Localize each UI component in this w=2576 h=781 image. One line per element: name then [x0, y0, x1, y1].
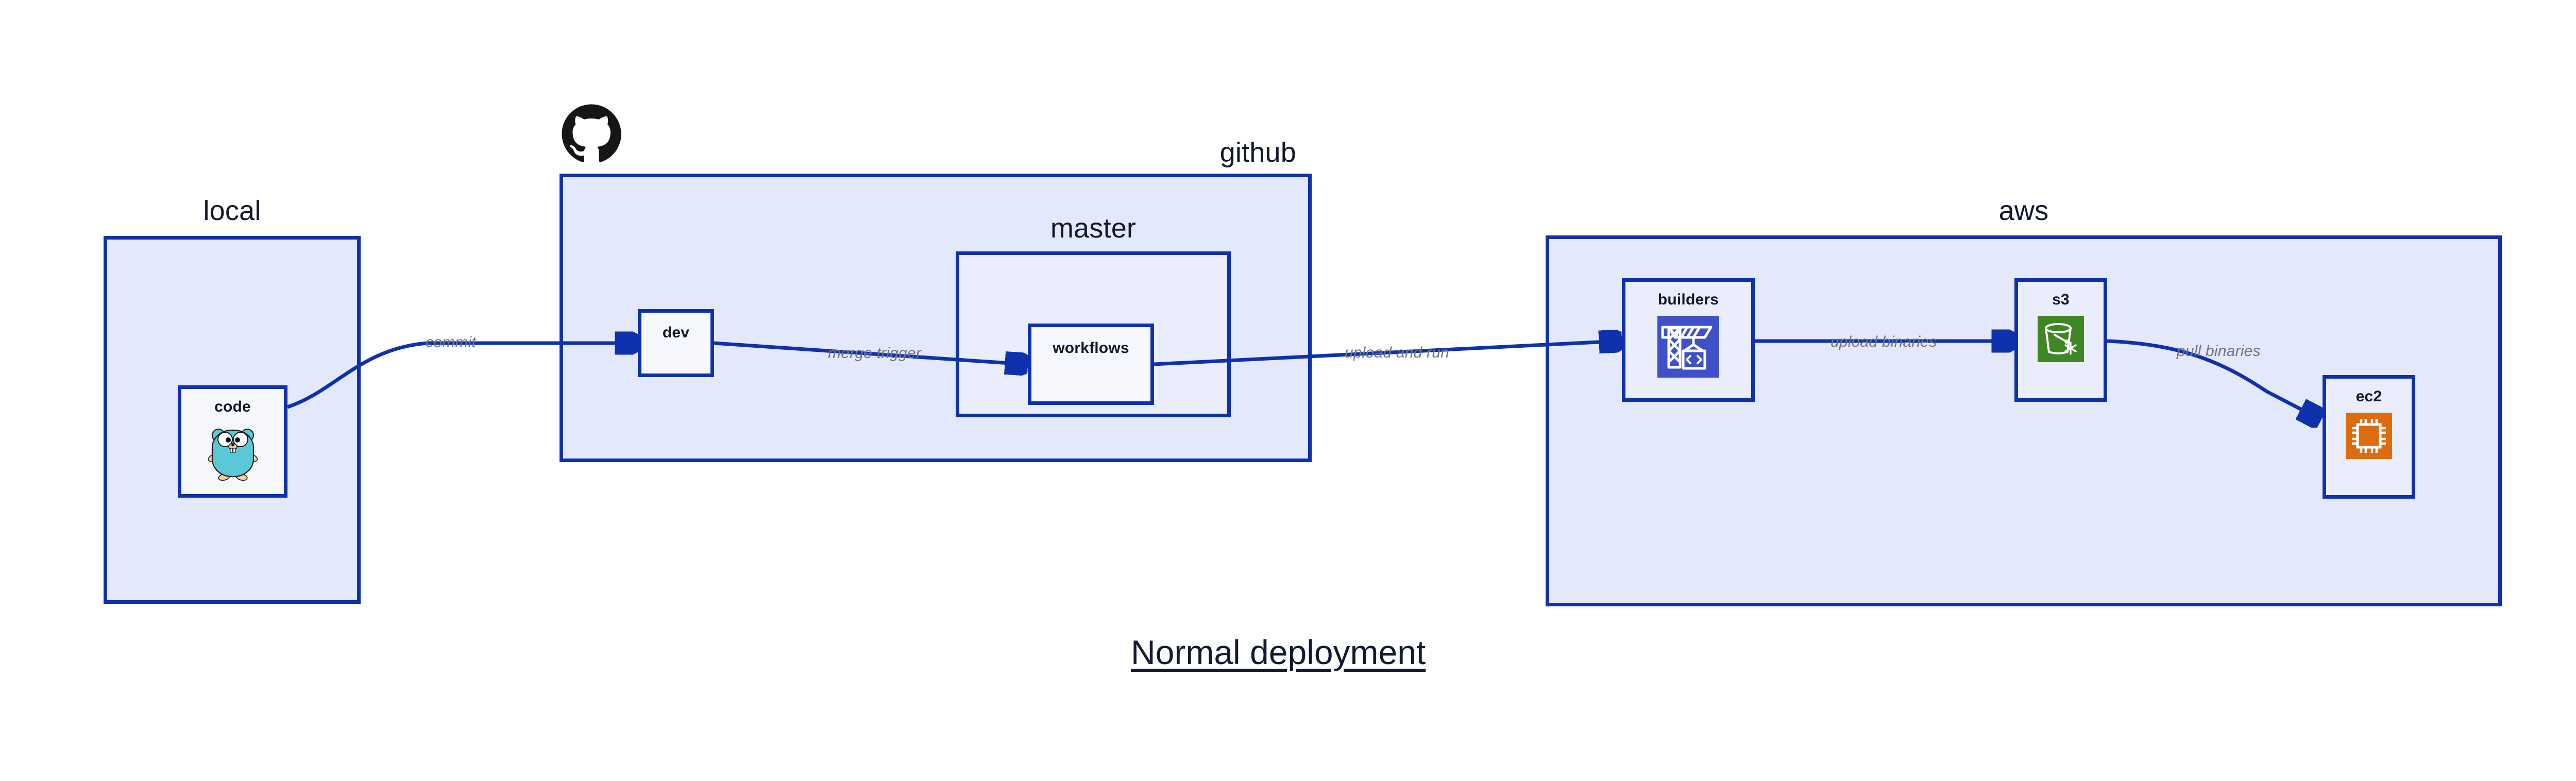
- edge-label-merge-trigger: merge trigger: [828, 345, 922, 362]
- node-ec2[interactable]: ec2: [2323, 375, 2415, 499]
- edge-label-pull-binaries: pull binaries: [2177, 343, 2261, 360]
- node-label-workflows: workflows: [1053, 339, 1129, 356]
- node-label-builders: builders: [1657, 291, 1719, 308]
- edge-label-upload-and-run: upload and run: [1345, 344, 1449, 361]
- node-code[interactable]: code: [178, 385, 287, 498]
- node-workflows[interactable]: workflows: [1028, 324, 1154, 405]
- node-label-dev: dev: [662, 324, 690, 341]
- node-builders[interactable]: builders: [1622, 278, 1755, 402]
- node-label-ec2: ec2: [2355, 388, 2382, 405]
- page-title: Normal deployment: [1131, 633, 1426, 671]
- node-label-code: code: [214, 398, 251, 415]
- github-octocat-icon: [560, 103, 623, 169]
- cluster-label-aws: aws: [1998, 195, 2049, 226]
- codebuild-icon: [1657, 316, 1719, 380]
- node-s3[interactable]: s3: [2014, 278, 2107, 402]
- cluster-label-master: master: [1050, 213, 1137, 244]
- edge-label-commit: commit: [426, 334, 476, 351]
- edge-label-upload-binaries: upload binaries: [1831, 333, 1937, 350]
- s3-bucket-icon: [2038, 316, 2084, 365]
- cluster-label-github: github: [1219, 137, 1296, 168]
- cluster-label-local: local: [203, 195, 261, 226]
- node-label-s3: s3: [2052, 291, 2070, 308]
- ec2-cpu-icon: [2346, 413, 2392, 462]
- node-dev[interactable]: dev: [638, 309, 714, 377]
- go-gopher-icon: [207, 424, 259, 484]
